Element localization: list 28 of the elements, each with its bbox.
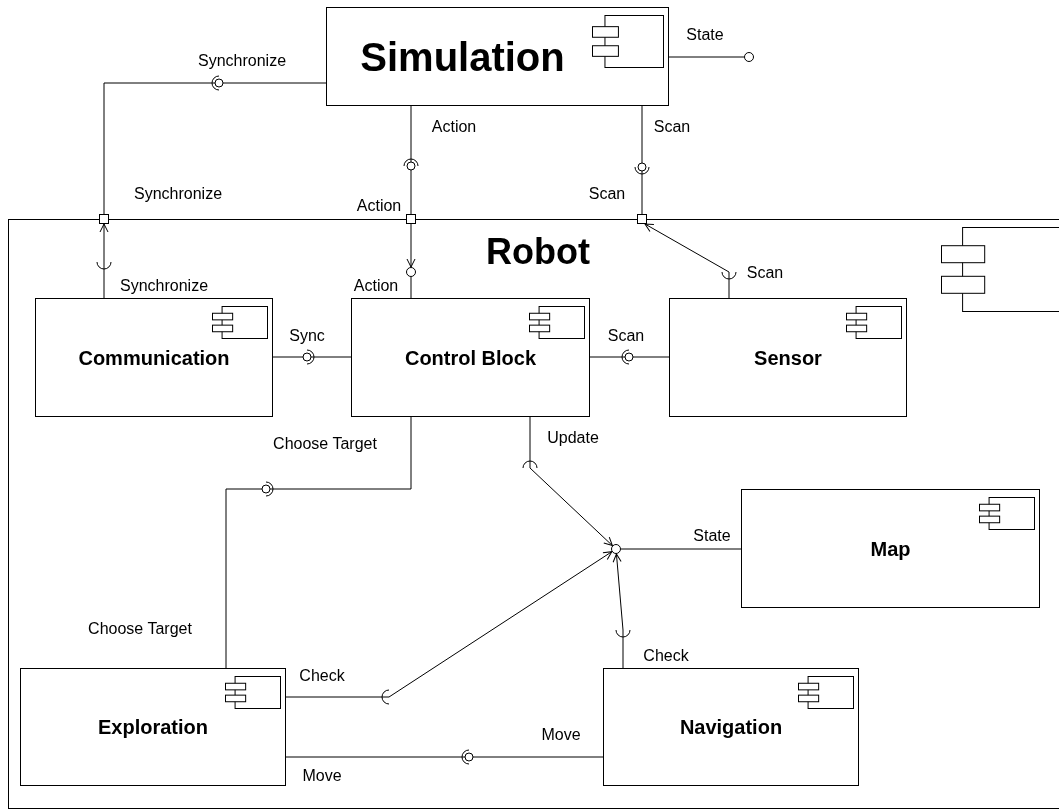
component-name: Map <box>870 537 911 560</box>
interface-circle <box>406 267 416 277</box>
component-name: Robot <box>486 232 590 272</box>
interface-label: Choose Target <box>86 620 194 638</box>
component-box <box>351 298 590 417</box>
component-box <box>741 489 1040 608</box>
component-name: Communication <box>78 346 230 369</box>
component-box <box>35 298 273 417</box>
component-name: Sensor <box>754 346 822 369</box>
component-name: Exploration <box>98 716 208 738</box>
component-box <box>603 668 859 786</box>
port-label: Scan <box>588 185 626 203</box>
component-box <box>20 668 286 786</box>
component-box <box>326 7 669 106</box>
component-name: Navigation <box>679 716 783 738</box>
interface-circle <box>611 544 621 554</box>
edge-label: Synchronize <box>196 52 288 70</box>
component-box <box>8 219 1059 809</box>
component-name: Control Block <box>404 346 537 369</box>
edge-label: Update <box>545 429 601 447</box>
port-label: Action <box>356 197 402 215</box>
port-label: Synchronize <box>134 185 222 203</box>
interface-circle <box>744 52 754 62</box>
edge-label: Synchronize <box>118 277 210 295</box>
edge-label: Choose Target <box>271 435 379 453</box>
component-box <box>669 298 907 417</box>
component-name: Simulation <box>360 34 565 79</box>
edge-label: Sync <box>287 327 327 345</box>
